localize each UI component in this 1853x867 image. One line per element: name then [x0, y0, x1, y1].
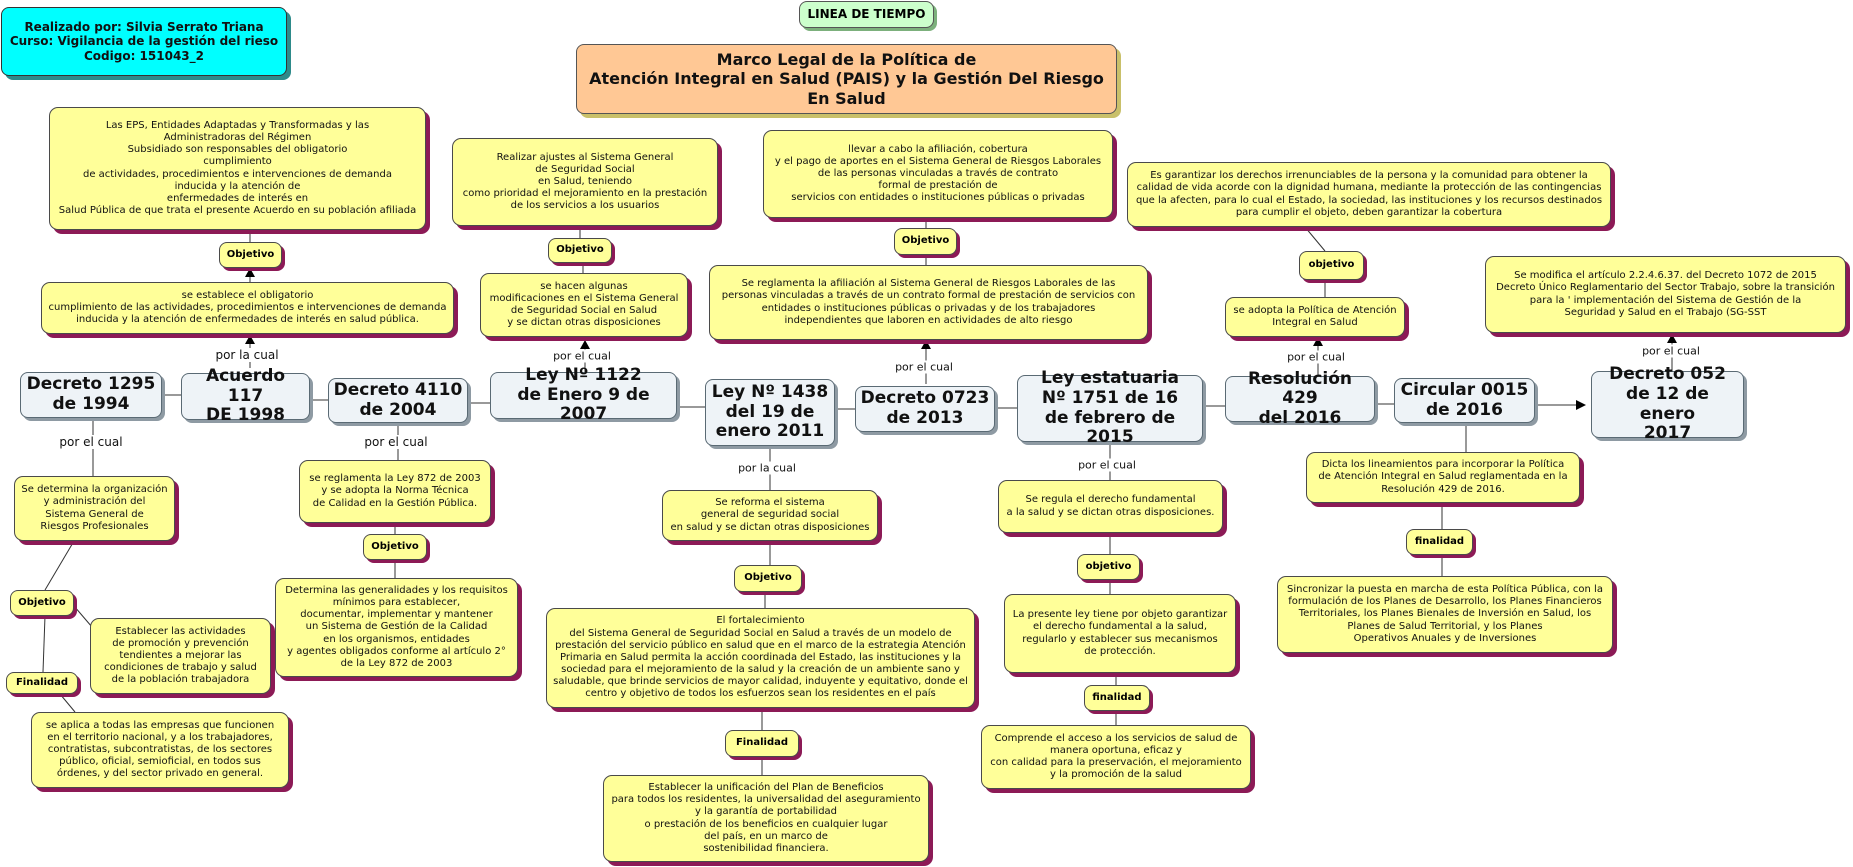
timeline-node-acuerdo-117[interactable]: Acuerdo 117 DE 1998 — [181, 366, 310, 425]
link-phrase: por el cual — [1076, 458, 1138, 472]
purpose-label: Finalidad — [6, 672, 78, 694]
objective-box: La presente ley tiene por objeto garanti… — [1004, 594, 1236, 673]
description-box: se hacen algunas modificaciones en el Si… — [480, 273, 688, 337]
timeline-node-resolucion-429[interactable]: Resolución 429 del 2016 — [1225, 369, 1375, 428]
objective-box: Las EPS, Entidades Adaptadas y Transform… — [49, 107, 426, 230]
link-phrase: por el cual — [1285, 350, 1347, 364]
objective-label: objetivo — [1077, 554, 1140, 580]
description-box: Se determina la organización y administr… — [14, 476, 175, 541]
objective-label: Objetivo — [363, 534, 427, 560]
link-phrase: por el cual — [57, 435, 125, 449]
purpose-label: finalidad — [1084, 685, 1150, 711]
objective-box: Establecer las actividades de promoción … — [90, 618, 271, 694]
description-box: Se regula el derecho fundamental a la sa… — [998, 480, 1223, 533]
description-box: Se modifica el artículo 2.2.4.6.37. del … — [1485, 256, 1846, 333]
purpose-box: se aplica a todas las empresas que funci… — [31, 712, 289, 788]
timeline-label: LINEA DE TIEMPO — [799, 1, 934, 28]
link-phrase: por el cual — [551, 349, 613, 363]
purpose-box: Establecer la unificación del Plan de Be… — [603, 775, 929, 862]
objective-label: Objetivo — [219, 242, 282, 268]
author-info-box: Realizado por: Silvia Serrato Triana Cur… — [1, 7, 287, 76]
objective-label: Objetivo — [548, 238, 612, 263]
description-box: Dicta los lineamientos para incorporar l… — [1306, 452, 1580, 503]
description-box: se adopta la Política de Atención Integr… — [1225, 297, 1405, 337]
timeline-node-decreto-052[interactable]: Decreto 052 de 12 de enero 2017 — [1591, 365, 1744, 443]
timeline-node-ley-1438[interactable]: Ley Nº 1438 del 19 de enero 2011 — [705, 379, 835, 446]
purpose-box: Sincronizar la puesta en marcha de esta … — [1277, 576, 1613, 653]
timeline-node-ley-1122[interactable]: Ley Nº 1122 de Enero 9 de 2007 — [490, 365, 677, 424]
objective-box: El fortalecimiento del Sistema General d… — [546, 608, 975, 708]
objective-label: Objetivo — [894, 228, 957, 255]
objective-label: Objetivo — [10, 590, 74, 616]
timeline-node-decreto-0723[interactable]: Decreto 0723 de 2013 — [855, 386, 995, 432]
objective-box: Determina las generalidades y los requis… — [275, 578, 518, 677]
objective-box: Es garantizar los derechos irrenunciable… — [1127, 162, 1611, 227]
objective-label: objetivo — [1299, 251, 1364, 280]
description-box: se establece el obligatorio cumplimiento… — [41, 282, 454, 334]
link-phrase: por el cual — [1640, 344, 1702, 358]
description-box: se reglamenta la Ley 872 de 2003 y se ad… — [299, 460, 491, 523]
purpose-box: Comprende el acceso a los servicios de s… — [981, 725, 1251, 789]
timeline-node-ley-1751[interactable]: Ley estatuaria Nº 1751 de 16 de febrero … — [1017, 369, 1203, 447]
description-box: Se reforma el sistema general de segurid… — [662, 490, 878, 541]
link-phrase: por la cual — [736, 461, 798, 475]
link-phrase: por el cual — [893, 360, 955, 374]
timeline-node-circular-0015[interactable]: Circular 0015 de 2016 — [1394, 378, 1535, 423]
objective-label: Objetivo — [734, 565, 802, 592]
objective-box: Realizar ajustes al Sistema General de S… — [452, 138, 718, 226]
link-phrase: por la cual — [213, 348, 281, 362]
page-title: Marco Legal de la Política de Atención I… — [576, 44, 1117, 114]
link-phrase: por el cual — [362, 435, 430, 449]
timeline-node-decreto-4110[interactable]: Decreto 4110 de 2004 — [328, 378, 468, 423]
purpose-label: finalidad — [1406, 529, 1473, 555]
objective-box: llevar a cabo la afiliación, cobertura y… — [763, 130, 1113, 218]
timeline-node-decreto-1295[interactable]: Decreto 1295 de 1994 — [20, 372, 162, 418]
purpose-label: Finalidad — [725, 730, 799, 757]
description-box: Se reglamenta la afiliación al Sistema G… — [709, 265, 1148, 340]
